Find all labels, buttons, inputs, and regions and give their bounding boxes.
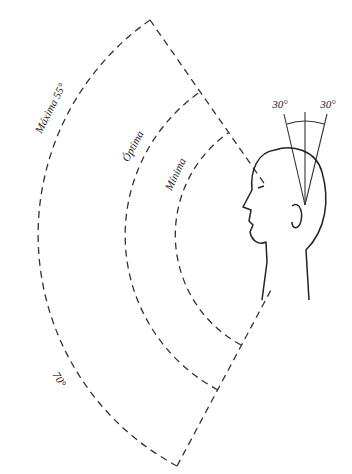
angle-arc	[287, 121, 324, 124]
ear	[292, 205, 302, 228]
vertical-axis	[304, 112, 305, 205]
zone-label: Máxima 55°	[32, 79, 69, 136]
angle-label: 30°	[318, 98, 337, 110]
zone-label: 70°	[50, 368, 70, 391]
lower-boundary	[177, 288, 272, 466]
back-of-head	[275, 148, 326, 300]
upper-boundary	[150, 20, 266, 186]
angle-label: 30°	[270, 98, 289, 110]
angle-line	[284, 114, 305, 205]
eye	[258, 186, 264, 188]
face-profile	[243, 150, 275, 300]
